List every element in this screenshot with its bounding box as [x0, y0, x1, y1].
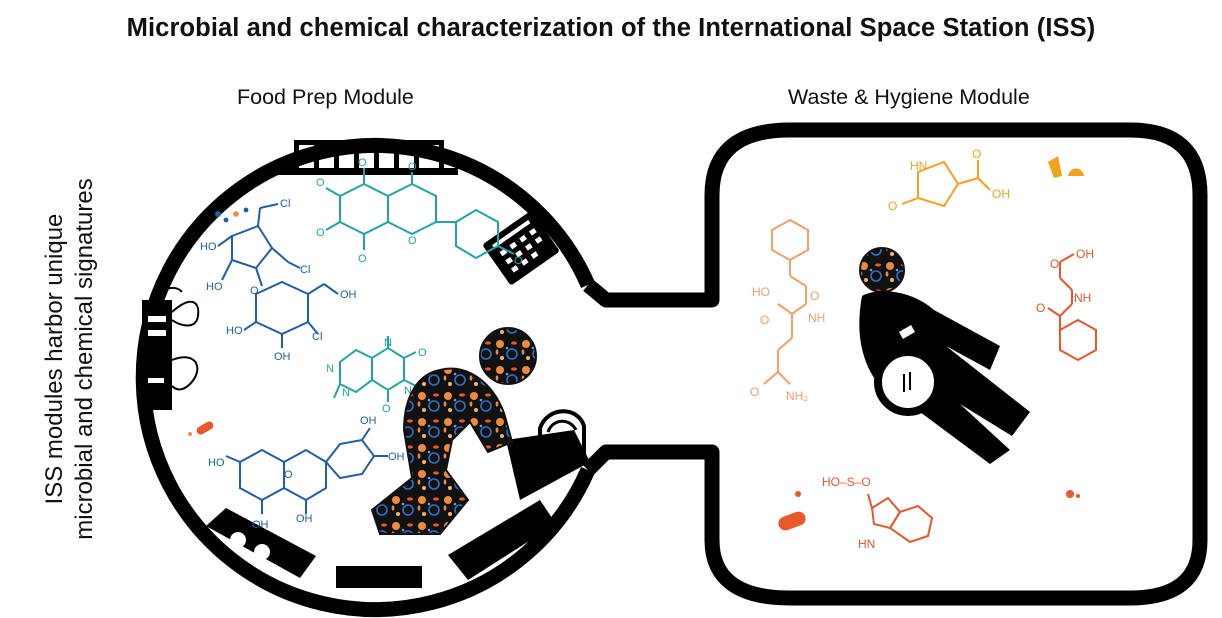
label-oh-4: OH	[296, 513, 313, 525]
label-o-8: O	[514, 255, 523, 267]
wall-equipment-bottom	[206, 500, 556, 588]
label-o-6: O	[358, 253, 367, 265]
label-oh-8: OH	[1076, 247, 1094, 261]
pag-labels: O NH HO O O NH₂	[750, 285, 825, 403]
molecule-caffeine	[333, 336, 417, 402]
microbe-icon-waste	[778, 156, 1084, 531]
caffeine-labels: N O N O N N	[326, 337, 427, 415]
label-o-16: O	[750, 385, 759, 399]
label-o-10: O	[382, 403, 391, 415]
label-o-9: O	[418, 347, 427, 359]
hippuric-labels: OH O NH O	[1036, 247, 1094, 315]
label-o-14: O	[810, 289, 819, 303]
waste-hygiene-module-label: Waste & Hygiene Module	[788, 85, 1030, 109]
keypad-icon	[483, 211, 559, 285]
molecule-hippuric-acid	[1047, 253, 1097, 362]
molecule-sucralose	[217, 203, 339, 348]
label-hn-2: HN	[858, 537, 875, 551]
label-o-11: O	[284, 469, 293, 481]
label-o-13: O	[972, 147, 981, 161]
galley-rack-icon	[266, 140, 458, 175]
label-cl-2: Cl	[300, 264, 310, 276]
sucralose-labels: Cl Cl Cl HO HO HO OH OH O	[200, 198, 357, 363]
molecule-pyroglutamic-acid	[901, 160, 991, 208]
label-oh-3: OH	[252, 519, 269, 531]
astronaut-with-camera-icon	[859, 247, 1030, 464]
astronaut-icon	[370, 327, 537, 535]
label-o-18: O	[1036, 301, 1045, 315]
label-cl-1: Cl	[280, 198, 290, 210]
fume-hood-icon	[506, 409, 590, 500]
label-o-17: O	[1050, 257, 1059, 271]
label-n-1: N	[384, 337, 392, 349]
label-o-15: O	[760, 313, 769, 327]
wall-equipment-left	[142, 286, 200, 410]
label-sulfate: HO–S–O	[822, 475, 871, 489]
label-n-4: N	[342, 387, 350, 399]
label-ho-5: HO	[752, 285, 770, 299]
molecule-flavone	[325, 168, 515, 260]
label-o-12: O	[888, 199, 897, 213]
label-ho-2: HO	[206, 281, 223, 293]
label-n-2: N	[404, 385, 412, 397]
station-hull	[135, 122, 1208, 617]
label-oh-5: OH	[360, 415, 377, 427]
molecule-phenylacetylglutamine	[763, 218, 809, 385]
label-nh-2: NH	[1074, 291, 1091, 305]
label-o-7: O	[408, 235, 417, 247]
figure-title: Microbial and chemical characterization …	[126, 14, 1096, 42]
microbe-icon	[188, 207, 249, 436]
label-o-3: O	[358, 157, 367, 169]
label-ho-3: HO	[226, 325, 243, 337]
label-o-4: O	[316, 177, 325, 189]
label-oh-6: OH	[388, 451, 405, 463]
label-nh-1: NH	[808, 311, 825, 325]
label-n-3: N	[326, 363, 334, 375]
label-oh-1: OH	[340, 289, 357, 301]
label-cl-3: Cl	[312, 331, 322, 343]
label-nh2: NH₂	[786, 389, 808, 403]
label-o-1: O	[250, 285, 259, 297]
label-hn-1: HN	[910, 159, 927, 173]
label-ho-4: HO	[208, 457, 225, 469]
catechin-labels: HO OH OH OH OH O	[208, 415, 405, 531]
food-prep-module-label: Food Prep Module	[237, 85, 414, 109]
molecule-indoxyl-sulfate	[867, 493, 934, 544]
label-oh-7: OH	[992, 187, 1010, 201]
flavone-labels: O O O O O O O	[316, 157, 523, 267]
indoxyl-labels: HO–S–O HN	[822, 475, 875, 551]
pyroglutamic-labels: HN O O OH	[888, 147, 1010, 213]
label-o-5: O	[316, 227, 325, 239]
label-ho-1: HO	[200, 241, 217, 253]
label-oh-2: OH	[274, 351, 291, 363]
label-o-2: O	[408, 161, 417, 173]
molecule-catechin	[225, 427, 388, 514]
